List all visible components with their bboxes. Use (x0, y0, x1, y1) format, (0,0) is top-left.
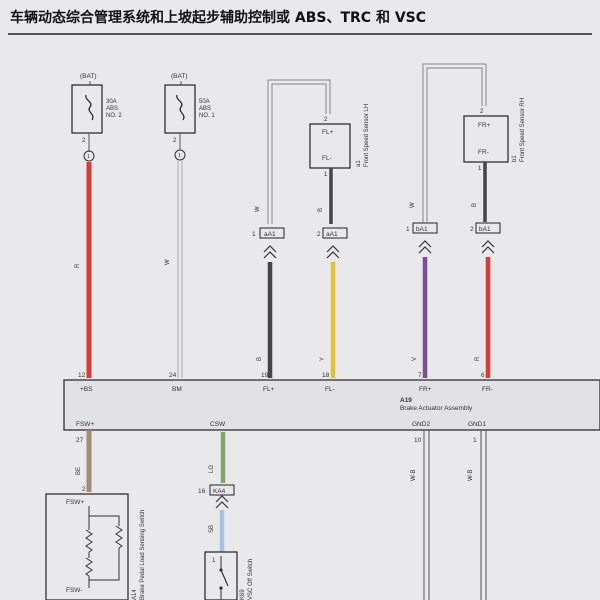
act-pin-num-5: 6 (481, 372, 485, 379)
fl-sensor-minus: FL- (322, 155, 332, 162)
act-bpin-num-0: 27 (76, 437, 84, 444)
fr-sensor-id: b1 (512, 155, 518, 162)
fl-top-pin: 2 (324, 117, 328, 123)
act-pin-num-4: 7 (418, 372, 422, 379)
act-pin-name-5: FR- (482, 386, 493, 393)
fl-left-connector (259, 227, 285, 239)
pedal-switch-id: A14 (132, 589, 138, 600)
fr-right-conn-code: bA1 (479, 226, 491, 233)
ka4-connector (209, 484, 235, 496)
wire-label-w1: W (165, 259, 171, 265)
fuse2-rating: 50A (199, 99, 210, 105)
wire-label-wb2: W-B (468, 469, 474, 481)
fr-bottom-pin: 1 (478, 166, 482, 172)
act-pin-num-2: 19 (261, 372, 269, 379)
act-bpin-num-3: 1 (473, 437, 477, 444)
fuse1-icon (85, 94, 94, 121)
wire-label-r1: R (75, 263, 81, 268)
fuse1-source: (BAT) (80, 73, 97, 80)
act-pin-name-3: FL- (325, 386, 335, 393)
pedal-resistor-1 (115, 525, 123, 549)
fuse2-source: (BAT) (171, 73, 188, 80)
act-bpin-name-1: CSW (210, 421, 226, 428)
pedal-pin-minus: FSW- (66, 587, 83, 594)
fr-sensor-name: Front Speed Sensor RH (520, 98, 526, 162)
fl-sensor-plus: FL+ (322, 129, 334, 136)
fr-sensor-plus: FR+ (478, 122, 491, 129)
wire-label-wb1: W-B (411, 469, 417, 481)
wire-label-y: Y (320, 357, 326, 361)
vsc-switch-icon (220, 569, 229, 587)
wire-label-b3: B (472, 203, 478, 207)
fr-top-pin: 2 (480, 109, 484, 115)
fr-right-conn-pin: 2 (470, 226, 474, 233)
act-pin-name-1: BM (172, 386, 182, 393)
pedal-top-pin: 2 (82, 487, 86, 493)
wire-label-lg: LG (209, 465, 215, 473)
fuse1-connector (83, 150, 95, 162)
vsc-pin: 1 (212, 558, 216, 564)
actuator-id: A19 (400, 397, 412, 404)
pedal-resistor-3 (85, 552, 93, 577)
fl-sensor-name: Front Speed Sensor LH (364, 104, 370, 167)
actuator-box (63, 379, 600, 431)
fl-sensor-id: a1 (356, 160, 362, 167)
fuse1-name1: ABS (106, 106, 118, 112)
fuse2-pin: 2 (173, 138, 177, 144)
act-pin-name-0: +BS (80, 386, 93, 393)
wire-label-sb: SB (209, 525, 215, 533)
act-pin-num-0: 12 (78, 372, 86, 379)
fuse2-conn-num: 1 (178, 153, 181, 159)
act-bpin-name-2: GND2 (412, 421, 430, 428)
pedal-switch-name: Brake Pedal Load Sensing Switch (140, 510, 146, 600)
wire-label-be: BE (76, 467, 82, 475)
fr-left-conn-code: bA1 (416, 226, 428, 233)
wire-label-v: V (412, 357, 418, 361)
vsc-switch-id: K69 (240, 589, 246, 600)
pedal-switch-box (45, 493, 129, 600)
act-bpin-name-0: FSW+ (76, 421, 94, 428)
fr-left-connector (412, 222, 438, 234)
fr-sensor-minus: FR- (478, 149, 489, 156)
fuse1-box (71, 84, 103, 134)
fl-bottom-pin: 1 (324, 172, 328, 178)
fuse2-name2: NO. 1 (199, 113, 215, 119)
fuse2-connector (174, 149, 186, 161)
fl-right-connector (322, 227, 348, 239)
pedal-pin-plus: FSW+ (66, 499, 84, 506)
fuse1-conn-num: 1 (87, 154, 90, 160)
vsc-switch-name: VSC Off Switch (248, 559, 254, 600)
act-pin-num-3: 18 (322, 372, 330, 379)
fuse1-pin: 2 (82, 138, 86, 144)
fr-right-connector (475, 222, 501, 234)
fuse2-name1: ABS (199, 106, 211, 112)
pedal-resistor-2 (85, 529, 93, 553)
wire-label-b1: B (318, 208, 324, 212)
fr-left-conn-pin: 1 (406, 226, 410, 233)
act-bpin-name-3: GND1 (468, 421, 486, 428)
act-pin-name-4: FR+ (419, 386, 432, 393)
fl-right-conn-pin: 2 (317, 231, 321, 238)
ka4-code: KA4 (213, 488, 226, 495)
vsc-switch-box (204, 551, 238, 600)
ka4-pin: 16 (198, 488, 206, 495)
fuse1-name2: NO. 2 (106, 113, 122, 119)
fuse2-icon (176, 94, 185, 121)
page-title: 车辆动态综合管理系统和上坡起步辅助控制或 ABS、TRC 和 VSC (10, 9, 426, 26)
fuse1-rating: 30A (106, 99, 117, 105)
act-pin-name-2: FL+ (263, 386, 275, 393)
act-bpin-num-2: 10 (414, 437, 422, 444)
wire-label-b2: B (257, 357, 263, 361)
fl-left-conn-code: aA1 (264, 231, 276, 238)
wire-label-r2: R (475, 356, 481, 361)
actuator-name: Brake Actuator Assembly (400, 405, 473, 412)
fl-left-conn-pin: 1 (252, 231, 256, 238)
wire-label-w3: W (410, 202, 416, 208)
wire-label-w2: W (255, 206, 261, 212)
act-pin-num-1: 24 (169, 372, 177, 379)
fl-right-conn-code: aA1 (326, 231, 338, 238)
